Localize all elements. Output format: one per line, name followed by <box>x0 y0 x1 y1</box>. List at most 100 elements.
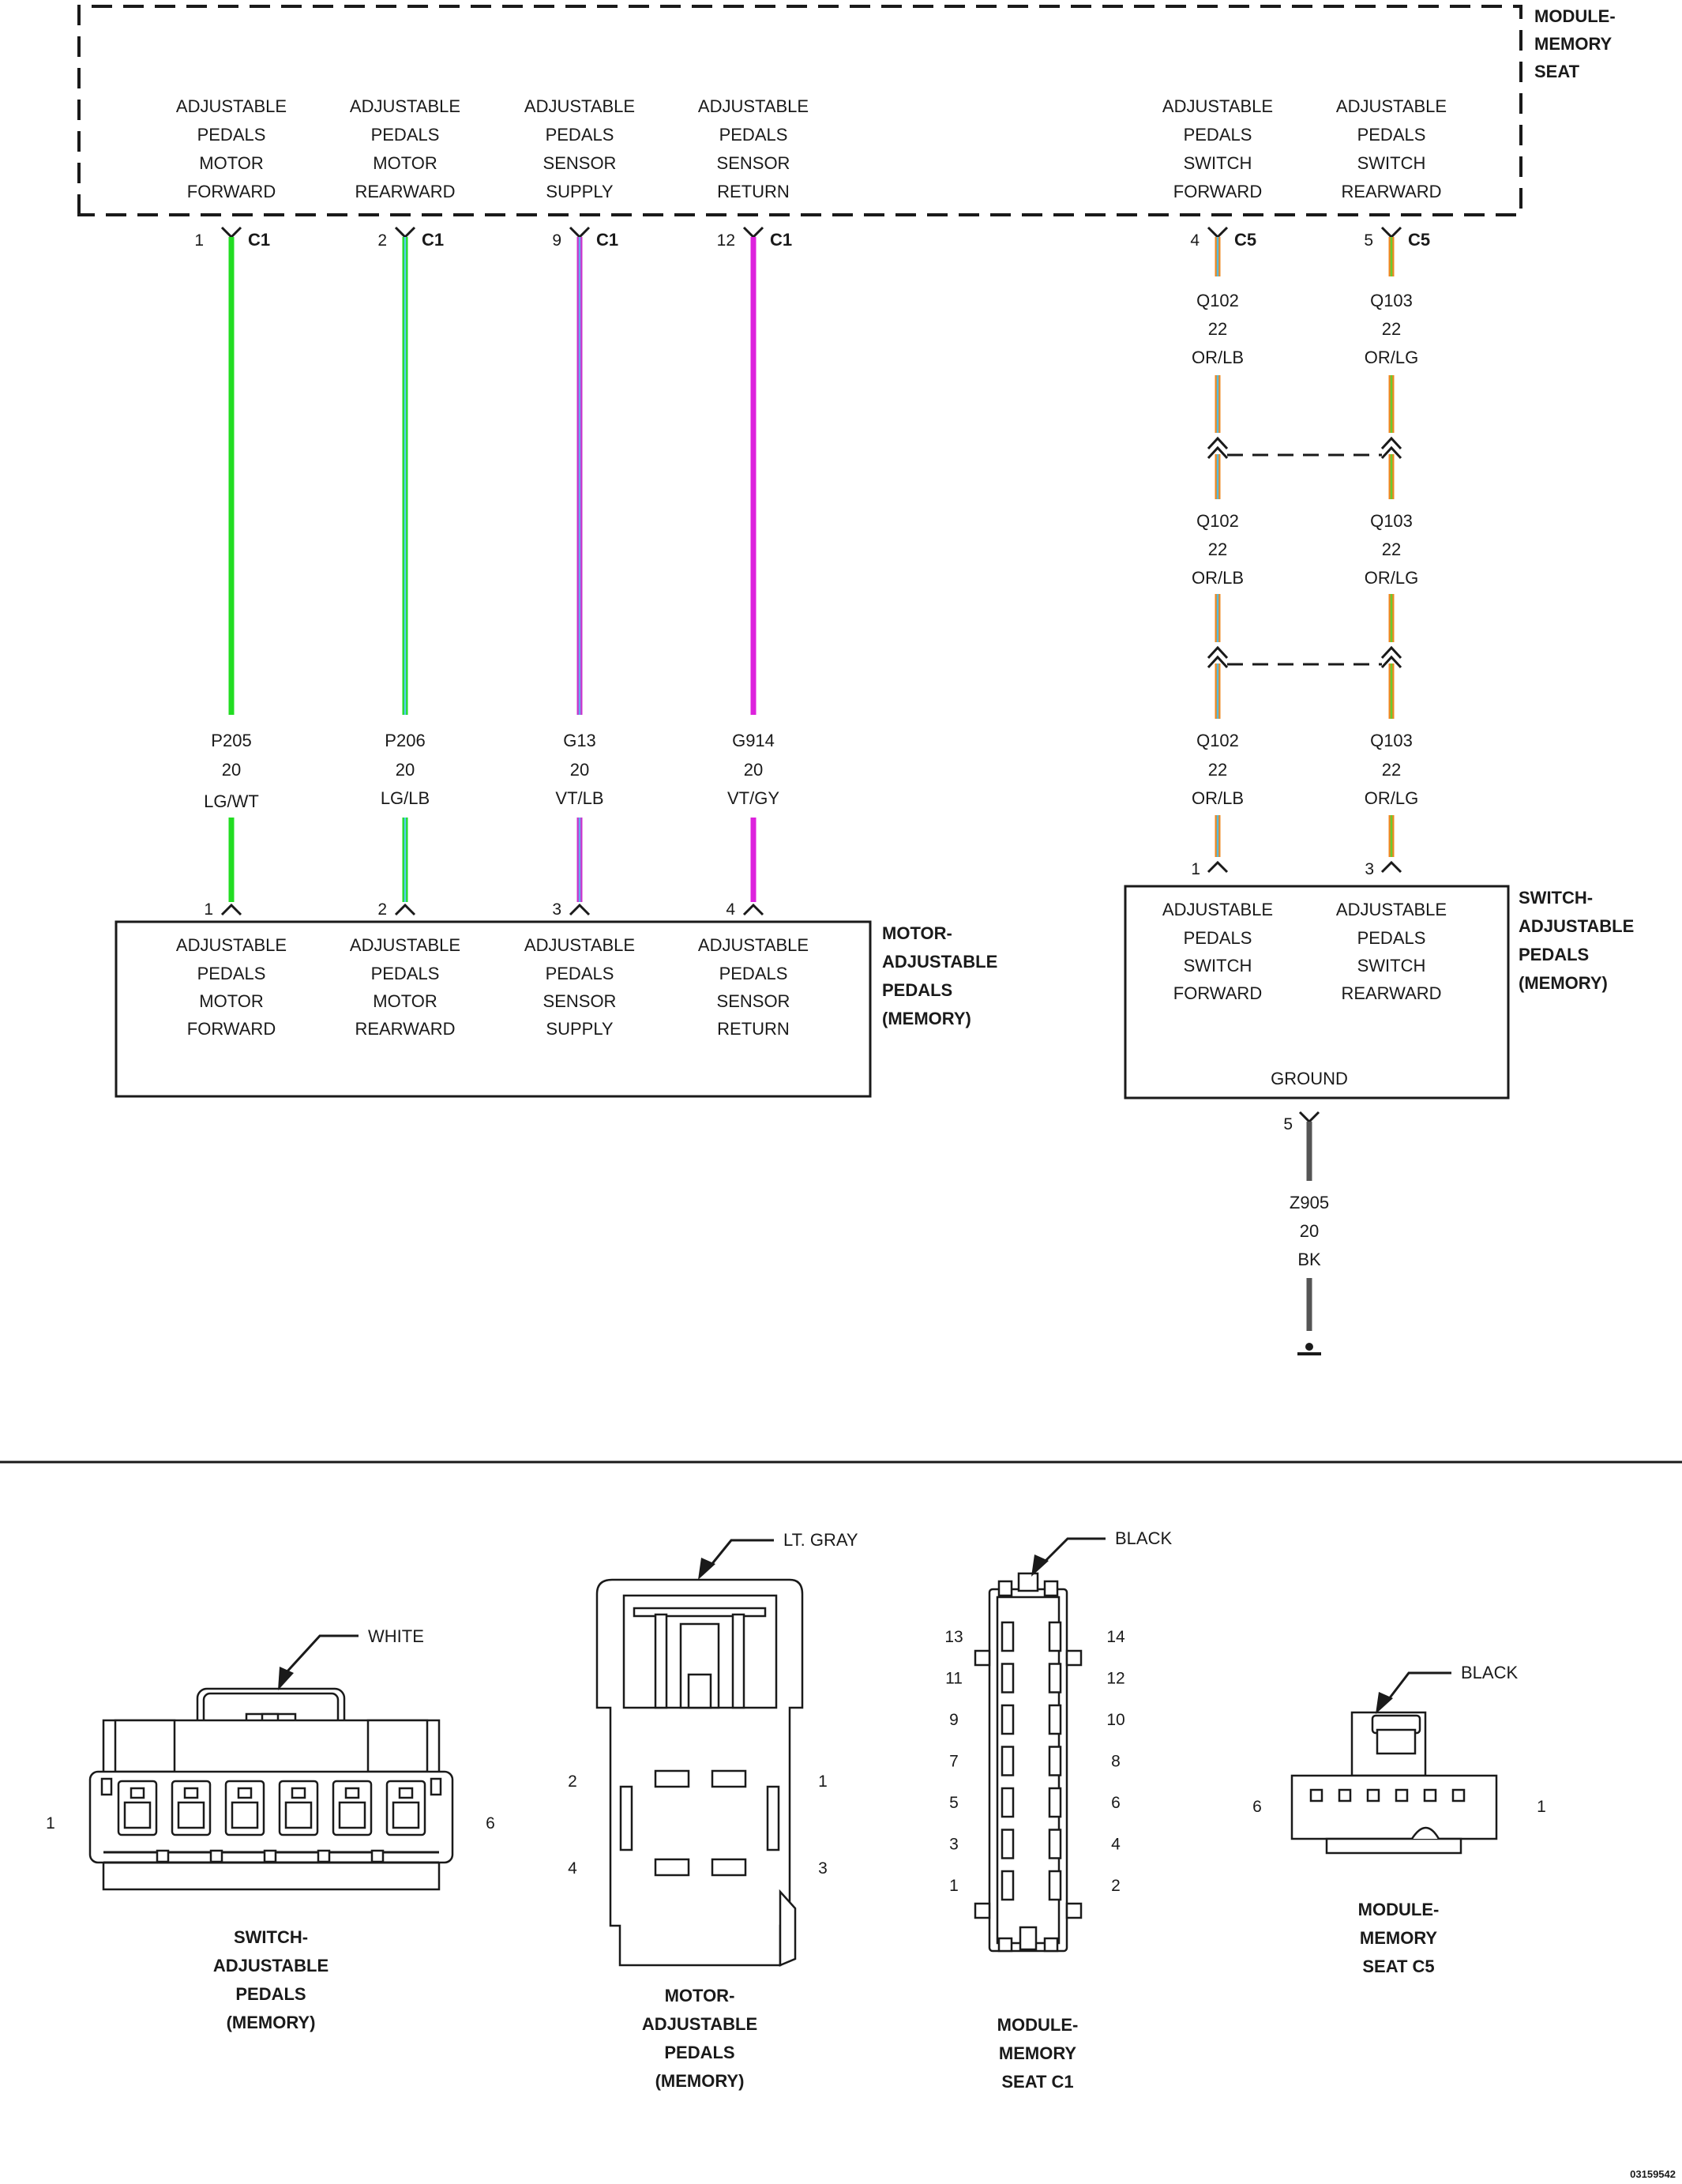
cavity <box>1366 1788 1380 1802</box>
cavity-latch <box>130 1787 145 1799</box>
wire-circuit: G914 <box>732 731 775 750</box>
module-pin-ids: 1 C1 2 C1 9 C1 12 C1 4 C5 5 C5 <box>194 230 1430 250</box>
connector-key <box>619 1785 633 1851</box>
pin-desc-line: ADJUSTABLE <box>698 935 809 955</box>
connector-key <box>766 1785 780 1851</box>
terminal-symbol <box>742 903 764 916</box>
inline-connector-symbol <box>1207 655 1229 669</box>
cavity <box>1001 1621 1015 1652</box>
connector-caption: SWITCH- ADJUSTABLE PEDALS (MEMORY) <box>213 1927 329 2032</box>
wire-circuit: P206 <box>385 731 425 750</box>
pin-desc-line: FORWARD <box>187 182 276 201</box>
pin-number: 2 <box>377 900 387 919</box>
pin-desc-line: SUPPLY <box>546 182 614 201</box>
cavity <box>1001 1746 1015 1776</box>
ground-label: GROUND <box>1271 1069 1348 1088</box>
connector-view-motor: 2 1 4 3 LT. GRAY MOTOR- ADJUSTABLE PEDAL… <box>568 1530 858 2091</box>
wire-circuit: Q103 <box>1370 291 1413 310</box>
wire-circuit: Q103 <box>1370 731 1413 750</box>
pin-number: 5 <box>949 1794 959 1812</box>
pin-number: 1 <box>204 900 213 919</box>
motor-terminals <box>220 903 764 916</box>
connector-ear <box>366 1719 429 1773</box>
pin-number: 9 <box>949 1711 959 1729</box>
cavity-latch <box>291 1787 306 1799</box>
module-pin-desc: ADJUSTABLE PEDALS SWITCH FORWARD <box>1162 96 1273 201</box>
wire-color: BK <box>1297 1250 1321 1269</box>
wire-color: VT/GY <box>727 788 779 808</box>
connector-tab <box>997 1937 1013 1953</box>
pin-number: 8 <box>1111 1753 1121 1771</box>
connector-key <box>430 1777 442 1796</box>
wire-color: VT/LB <box>555 788 603 808</box>
pin-number: 7 <box>949 1753 959 1771</box>
connector-lock-tab <box>1376 1728 1417 1755</box>
wire-color: OR/LB <box>1192 568 1244 588</box>
inline-connector-symbol <box>1380 645 1402 660</box>
terminal-symbol <box>569 903 591 916</box>
connector-tab <box>1043 1937 1059 1953</box>
color-callout-arrow <box>1376 1692 1393 1714</box>
pin-desc-line: ADJUSTABLE <box>176 935 287 955</box>
caption-line: MOTOR- <box>665 1986 735 2005</box>
connector-caption: MODULE- MEMORY SEAT C5 <box>1358 1900 1440 1976</box>
cavity-terminal <box>177 1801 205 1829</box>
terminal-symbol <box>1207 860 1229 874</box>
pin-number: 12 <box>717 231 735 250</box>
caption-line: (MEMORY) <box>227 2013 316 2032</box>
cavity <box>711 1858 747 1877</box>
module-pin-desc: ADJUSTABLE PEDALS MOTOR FORWARD <box>176 96 287 201</box>
terminal-symbol <box>394 903 416 916</box>
caption-line: SEAT C5 <box>1362 1957 1434 1976</box>
wire-circuit: Z905 <box>1290 1193 1329 1212</box>
pin-number: 5 <box>1364 231 1373 250</box>
caption-line: MEMORY <box>999 2043 1077 2063</box>
pin-desc-line: FORWARD <box>1173 182 1262 201</box>
pin-number: 4 <box>1190 231 1200 250</box>
color-callout-line <box>709 1539 774 1566</box>
cavity <box>1048 1787 1062 1818</box>
pin-desc-line: PEDALS <box>1184 928 1252 948</box>
pin-desc-line: ADJUSTABLE <box>350 935 460 955</box>
motor-pin-descriptions: ADJUSTABLE PEDALS MOTOR FORWARD ADJUSTAB… <box>176 935 809 1039</box>
wire-color: LG/LB <box>381 788 430 808</box>
cavity <box>1338 1788 1352 1802</box>
connector-id: C1 <box>422 230 444 250</box>
pin-desc-line: PEDALS <box>197 964 266 983</box>
wire-circuit: Q102 <box>1196 291 1239 310</box>
connector-id: C1 <box>596 230 618 250</box>
connector-caption: MODULE- MEMORY SEAT C1 <box>997 2015 1079 2092</box>
connector-key <box>1065 1902 1083 1919</box>
switch-pin-descriptions: ADJUSTABLE PEDALS SWITCH FORWARD ADJUSTA… <box>1162 900 1447 1088</box>
color-callout-arrow <box>278 1667 294 1690</box>
connector-view-switch: 1 6 WHITE SWITCH- ADJUSTABLE PEDALS (MEM… <box>46 1626 495 2032</box>
connector-ribs <box>156 1849 385 1863</box>
pin-desc-line: ADJUSTABLE <box>1336 96 1447 116</box>
motor-label-line: ADJUSTABLE <box>882 952 997 972</box>
caption-line: MODULE- <box>997 2015 1079 2035</box>
pin-desc-line: RETURN <box>717 182 790 201</box>
cavity <box>1048 1663 1062 1693</box>
pin-desc-line: ADJUSTABLE <box>1336 900 1447 919</box>
pin-desc-line: PEDALS <box>546 125 614 145</box>
inline-connector-symbol <box>1207 645 1229 660</box>
wire-color: OR/LG <box>1365 348 1418 367</box>
wire-circuit: P205 <box>211 731 251 750</box>
pin-desc-line: MOTOR <box>199 991 263 1011</box>
pin-desc-line: PEDALS <box>546 964 614 983</box>
wire-gauge: 20 <box>570 760 589 780</box>
pin-desc-line: RETURN <box>717 1019 790 1039</box>
pin-number: 2 <box>377 231 387 250</box>
cavity-latch <box>237 1787 253 1799</box>
wire-circuit: G13 <box>563 731 596 750</box>
ground-wire-label: Z905 20 BK <box>1290 1193 1329 1269</box>
wire-gauge: 20 <box>744 760 763 780</box>
module-label-line: SEAT <box>1534 62 1580 81</box>
module-pin-descriptions: ADJUSTABLE PEDALS MOTOR FORWARD ADJUSTAB… <box>176 96 1447 201</box>
pin-number: 3 <box>552 900 561 919</box>
pin-desc-line: FORWARD <box>1173 983 1262 1003</box>
pin-desc-line: PEDALS <box>1184 125 1252 145</box>
connector-color: LT. GRAY <box>783 1530 858 1550</box>
pin-desc-line: FORWARD <box>187 1019 276 1039</box>
